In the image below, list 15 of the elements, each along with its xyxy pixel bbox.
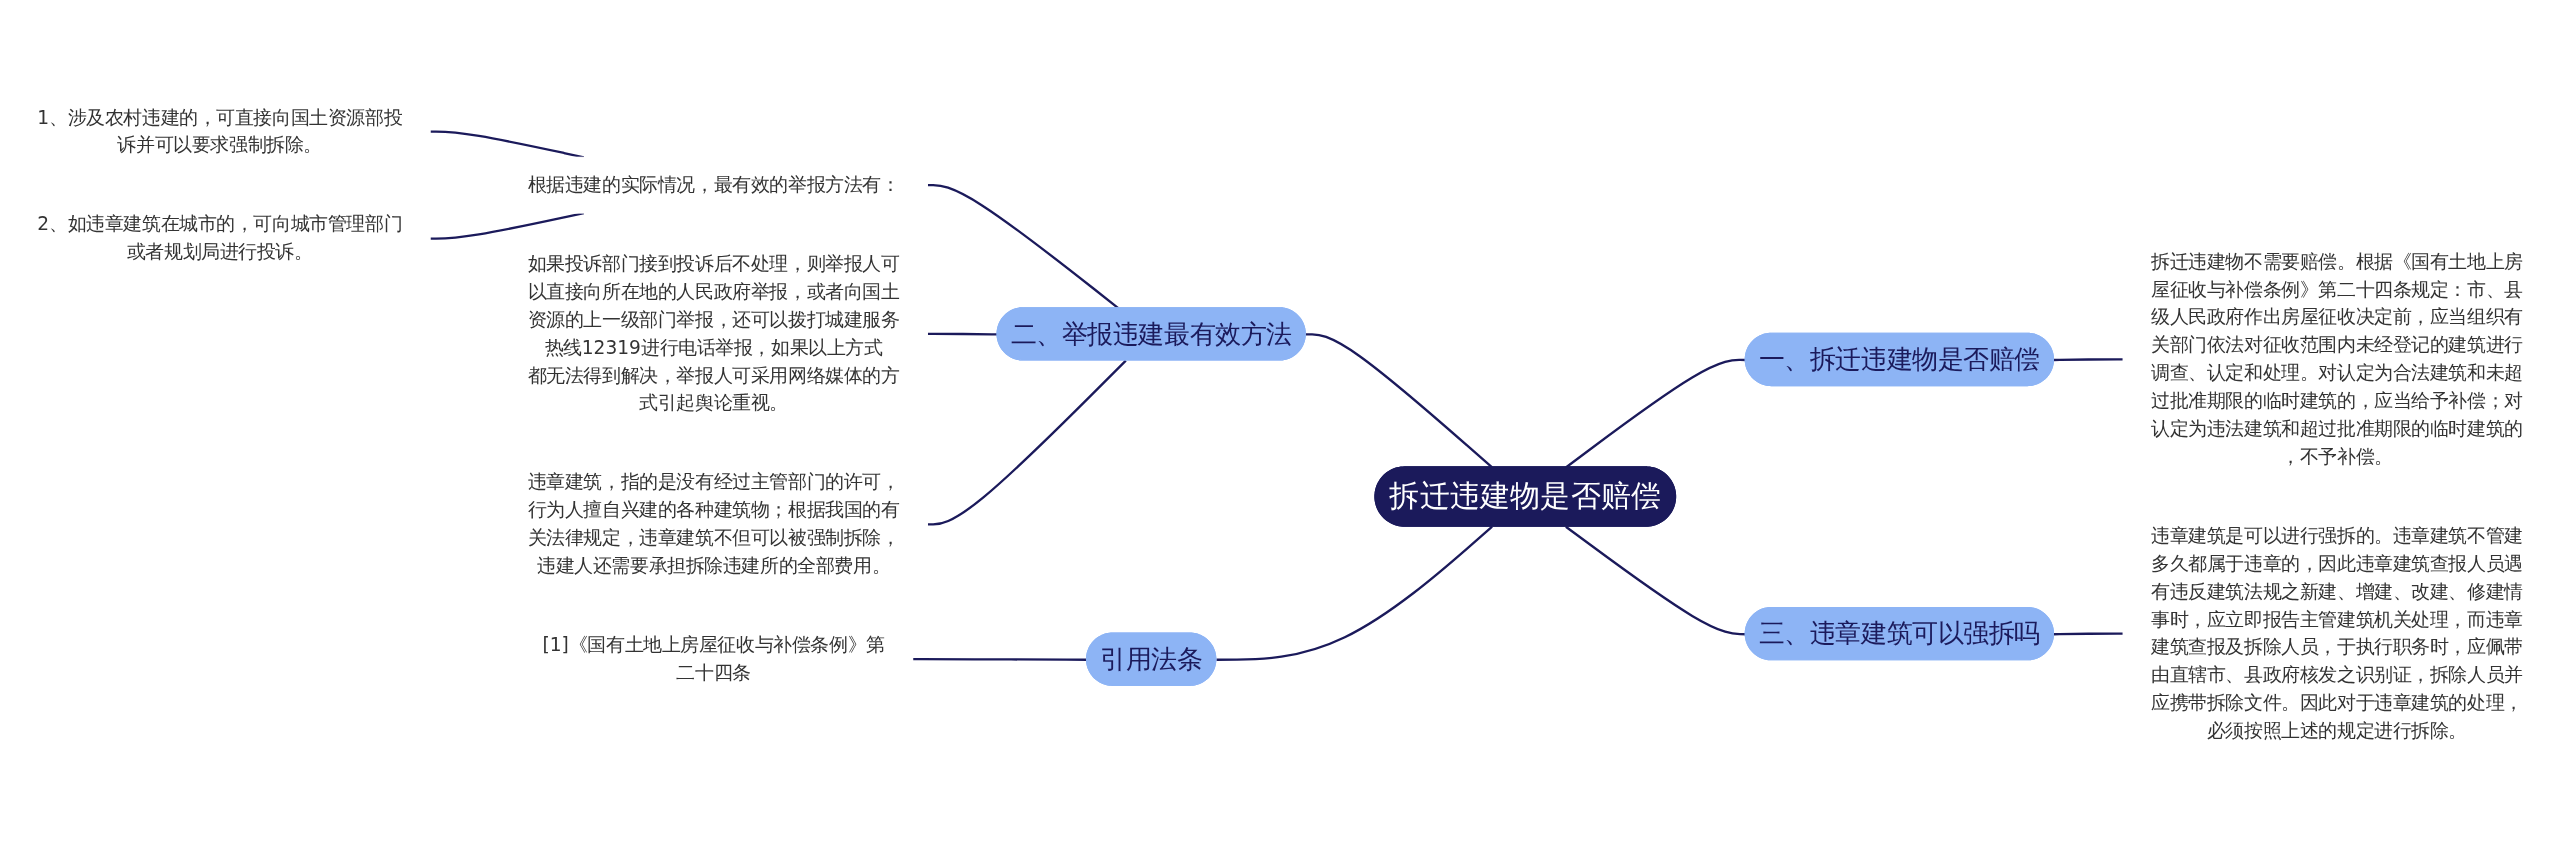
- connector: [2054, 632, 2124, 636]
- node-text: 如果投诉部门接到投诉后不处理，则举报人可以直接向所在地的人民政府举报，或者向国土资源的上一级部门举报，还可以拨打城建服务热线12319进行电话举报，如果以上方式都无法得到解决，举报人可采用网络媒体的方式引起舆论重视。: [527, 252, 900, 415]
- connector: [2054, 358, 2124, 362]
- connector: [927, 359, 1127, 526]
- node-text: 2、如违章建筑在城市的，可向城市管理部门或者规划局进行投诉。: [37, 213, 403, 263]
- node-text: 1、涉及农村违建的，可直接向国土资源部投诉并可以要求强制拆除。: [37, 106, 403, 157]
- connector: [1216, 525, 1493, 661]
- node-text: 根据违建的实际情况，最有效的举报方法有：: [527, 173, 900, 196]
- node-text: 违章建筑是可以进行强拆的。违章建筑不管建多久都属于违章的，因此违章建筑查报人员遇有违反建筑法规之新建、增建、改建、修建情事时，应立即报告主管建筑机关处理，而违章建筑查报及拆除人员，于执行职务时，应佩带由直辖市、县政府核发之识别证，拆除人员并应携带拆除文件。因此对于违章建筑的处理，必须按照上述的规定进行拆除。: [2151, 524, 2523, 742]
- node-text: 拆迁违建物不需要赔偿。根据《国有土地上房屋征收与补偿条例》第二十四条规定：市、县级人民政府作出房屋征收决定前，应当组织有关部门依法对征收范围内未经登记的建筑进行调查、认定和处理。对认定为合法建筑和未超过批准期限的临时建筑的，应当给予补偿；对认定为违法建筑和超过批准期限的临时建筑的，不予补偿。: [2151, 250, 2523, 468]
- node-text: [1]《国有土地上房屋征收与补偿条例》第二十四条: [542, 633, 885, 684]
- node-text: 违章建筑，指的是没有经过主管部门的许可，行为人擅自兴建的各种建筑物；根据我国的有关法律规定，违章建筑不但可以被强制拆除，违建人还需要承担拆除违建所的全部费用。: [527, 470, 900, 577]
- connector: [1565, 525, 1746, 636]
- connector: [430, 130, 585, 159]
- connector: [927, 332, 998, 336]
